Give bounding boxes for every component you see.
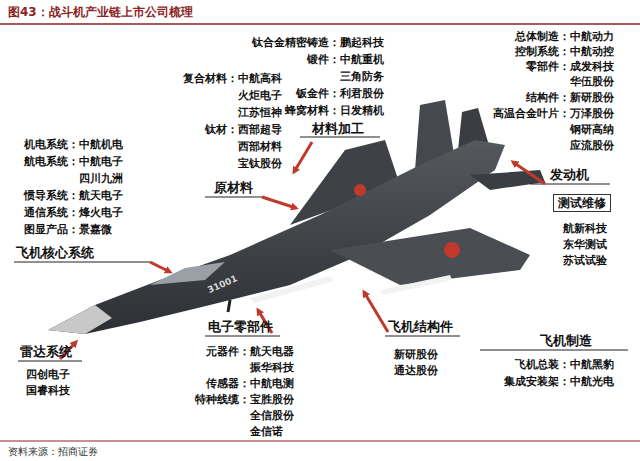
category-heading: 测试维修 — [553, 194, 611, 212]
company-entry: 宝钛股份 — [238, 157, 282, 170]
category-heading: 原材料 — [214, 180, 253, 196]
footer-rule — [0, 441, 640, 442]
company-entry: 结构件：新研股份 — [526, 91, 614, 104]
company-entry: 传感器：中航电测 — [206, 377, 294, 390]
company-entry: 四川九洲 — [79, 172, 123, 185]
company-entry: 国睿科技 — [26, 384, 70, 397]
company-entry: 总体制造：中航动力 — [515, 30, 614, 43]
leader-lines — [14, 137, 628, 361]
company-entry: 蜂窝材料：日发精机 — [285, 104, 384, 117]
company-entry: 钛合金精密铸造：鹏起科技 — [252, 36, 384, 49]
company-entry: 复合材料：中航高科 — [183, 72, 282, 85]
company-entry: 图显产品：景嘉微 — [24, 223, 112, 236]
company-entry: 新研股份 — [394, 348, 438, 361]
company-entry: 惯导系统：航天电子 — [24, 189, 123, 202]
category-heading: 飞机核心系统 — [16, 245, 94, 261]
company-entry: 零部件：成发科技 — [526, 60, 614, 73]
company-entry: 控制系统：中航动控 — [515, 45, 614, 58]
company-entry: 振华科技 — [250, 361, 294, 374]
company-entry: 四创电子 — [26, 368, 70, 381]
company-entry: 钢研高纳 — [570, 123, 614, 136]
category-heading: 雷达系统 — [20, 344, 72, 360]
company-entry: 锻件：中航重机 — [307, 53, 384, 66]
company-entry: 苏试试验 — [563, 254, 607, 267]
category-heading: 发动机 — [550, 167, 589, 183]
company-entry: 钣金件：利君股份 — [296, 87, 384, 100]
company-entry: 火炬电子 — [238, 89, 282, 102]
company-entry: 华伍股份 — [570, 75, 614, 88]
figure-title: 图43：战斗机产业链上市公司梳理 — [8, 5, 193, 19]
company-entry: 飞机总装：中航黑豹 — [515, 358, 614, 371]
company-entry: 江苏恒神 — [238, 106, 282, 119]
category-heading: 飞机结构件 — [388, 319, 453, 335]
company-entry: 特种线缆：宝胜股份 — [195, 393, 294, 406]
company-entry: 航新科技 — [563, 222, 607, 235]
company-entry: 航电系统：中航电子 — [24, 155, 123, 168]
header-rule — [0, 23, 640, 25]
company-entry: 应流股份 — [570, 139, 614, 152]
category-heading: 飞机制造 — [540, 333, 592, 349]
company-entry: 东华测试 — [563, 238, 607, 251]
category-heading: 电子零部件 — [208, 319, 273, 335]
company-entry: 元器件：航天电器 — [206, 345, 294, 358]
company-entry: 金信诺 — [250, 425, 283, 438]
company-entry: 全信股份 — [250, 409, 294, 422]
company-entry: 三角防务 — [340, 70, 384, 83]
company-entry: 西部材料 — [238, 140, 282, 153]
source-note: 资料来源：招商证券 — [8, 446, 98, 458]
company-entry: 集成安装架：中航光电 — [504, 375, 614, 388]
company-entry: 通信系统：烽火电子 — [24, 206, 123, 219]
company-entry: 通达股份 — [394, 364, 438, 377]
company-entry: 高温合金叶片：万泽股份 — [493, 107, 614, 120]
company-entry: 机电系统：中航机电 — [24, 138, 123, 151]
category-heading: 材料加工 — [312, 121, 364, 137]
company-entry: 钛材：西部超导 — [205, 123, 282, 136]
